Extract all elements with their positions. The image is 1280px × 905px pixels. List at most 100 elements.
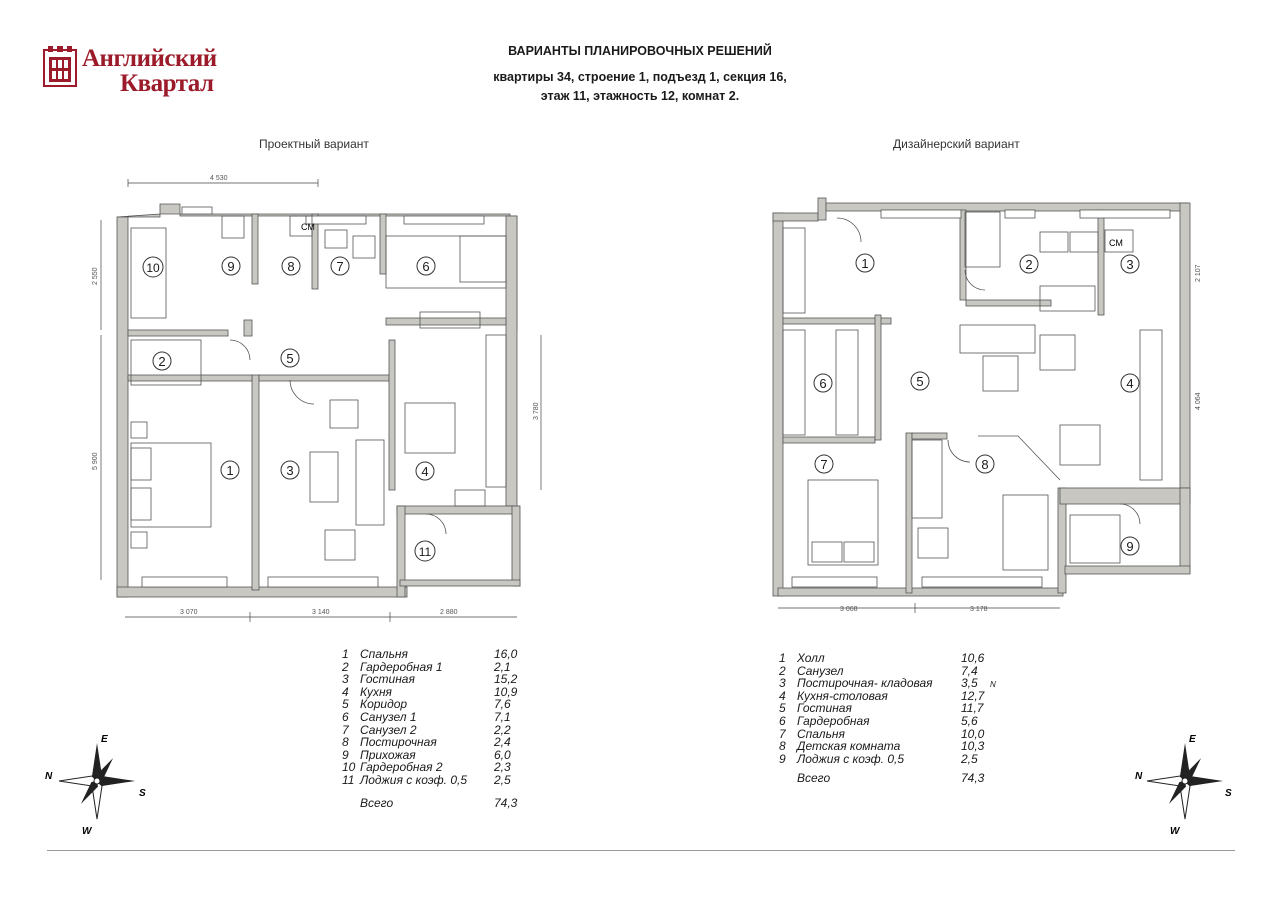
project-room-7: 7 (330, 256, 350, 276)
project-room-5: 5 (280, 348, 300, 368)
project-dimension-texts: 4 530 2 550 5 900 3 780 3 070 3 140 2 88… (92, 175, 540, 616)
svg-text:3 140: 3 140 (312, 609, 330, 616)
project-room-10: 10 (142, 256, 164, 278)
legend-room-name: Гардеробная (797, 713, 870, 728)
legend-room-number: 11 (342, 772, 355, 787)
design-legend-mark: N (990, 680, 996, 689)
legend-room-name: Лоджия с коэф. 0,5 (797, 751, 905, 766)
legend-room-number: 6 (779, 713, 786, 728)
project-room-1: 1 (220, 460, 240, 480)
brand-logo: Английский Квартал (42, 42, 242, 98)
brand-line2: Квартал (120, 70, 214, 97)
footer-divider (47, 850, 1235, 851)
legend-room-number: 2 (779, 663, 786, 678)
legend-room-number: 1 (779, 651, 786, 665)
legend-room-name: Кухня-столовая (797, 688, 888, 703)
svg-text:10: 10 (146, 261, 160, 275)
project-room-4: 4 (415, 461, 435, 481)
legend-room-name: Санузел (797, 663, 844, 678)
compass-left-icon: E N S W (45, 734, 146, 837)
legend-room-name: Гардеробная 1 (360, 659, 443, 674)
legend-room-name: Постирочная (360, 735, 437, 750)
legend-room-number: 3 (342, 672, 349, 687)
legend-room-name: Лоджия с коэф. 0,5 (360, 772, 468, 787)
svg-text:3 780: 3 780 (533, 402, 540, 420)
project-dimension-lines (100, 179, 542, 622)
project-plan-label: Проектный вариант (259, 137, 369, 151)
legend-room-number: 8 (779, 739, 786, 754)
design-room-5: 5 (910, 371, 930, 391)
legend-room-area: 2,1 (494, 659, 511, 674)
design-room-2: 2 (1019, 254, 1039, 274)
svg-text:1: 1 (226, 463, 233, 478)
legend-room-name: Гостиная (360, 672, 415, 687)
legend-room-number: 10 (342, 760, 356, 775)
svg-text:4 064: 4 064 (1195, 392, 1202, 410)
design-room-6: 6 (813, 373, 833, 393)
svg-text:2 107: 2 107 (1195, 264, 1202, 282)
design-walls (772, 197, 1191, 597)
design-furniture (782, 211, 1163, 571)
svg-text:2 880: 2 880 (440, 609, 458, 616)
castle-logo-icon (43, 46, 77, 87)
legend-room-name: Кухня (360, 684, 392, 699)
design-dimension-lines (778, 225, 1185, 613)
svg-text:E: E (101, 734, 108, 745)
svg-text:8: 8 (287, 259, 294, 274)
legend-room-area: 3,5 (961, 676, 978, 691)
legend-room-area: 15,2 (494, 672, 518, 687)
svg-text:N: N (45, 771, 53, 782)
legend-room-area: 11,7 (961, 701, 984, 716)
design-floor-plan: СМ 1 2 3 4 5 6 7 8 9 3 068 3 178 2 107 4… (772, 197, 1202, 613)
svg-text:11: 11 (419, 545, 432, 559)
legend-room-number: 7 (342, 722, 349, 737)
legend-room-area: 2,5 (961, 751, 978, 766)
svg-text:5 900: 5 900 (92, 452, 99, 470)
project-room-8: 8 (281, 256, 301, 276)
project-room-9: 9 (221, 256, 241, 276)
project-room-2: 2 (152, 351, 172, 371)
legend-room-name: Санузел 2 (360, 722, 417, 737)
svg-text:9: 9 (1126, 539, 1133, 554)
legend-room-name: Спальня (797, 726, 845, 741)
design-washer-label: СМ (1109, 238, 1123, 248)
page-title: ВАРИАНТЫ ПЛАНИРОВОЧНЫХ РЕШЕНИЙ (508, 44, 772, 58)
svg-text:S: S (1225, 788, 1232, 799)
legend-room-number: 1 (342, 647, 349, 661)
svg-text:W: W (82, 826, 93, 837)
legend-room-area: 2,2 (494, 722, 511, 737)
legend-room-number: 7 (779, 726, 786, 741)
project-room-11: 11 (414, 540, 436, 562)
project-room-6: 6 (416, 256, 436, 276)
svg-text:2: 2 (1025, 257, 1032, 272)
design-legend-total: Всего 74,3 (797, 771, 985, 786)
legend-room-area: 7,4 (961, 663, 978, 678)
svg-text:S: S (139, 788, 146, 799)
design-room-1: 1 (855, 253, 875, 273)
design-room-8: 8 (975, 454, 995, 474)
legend-room-area: 10,3 (961, 739, 985, 754)
legend-room-area: 16,0 (494, 647, 518, 661)
legend-room-name: Гостиная (797, 701, 852, 716)
legend-room-number: 2 (342, 659, 349, 674)
legend-room-area: 10,0 (961, 726, 985, 741)
design-room-numbers: 1 2 3 4 5 6 7 8 9 (813, 253, 1140, 556)
legend-room-name: Холл (797, 651, 825, 665)
project-legend-row: 3 Гостиная 15,2 (342, 673, 552, 686)
svg-text:8: 8 (981, 457, 988, 472)
svg-text:3 070: 3 070 (180, 609, 198, 616)
design-legend-row: 7 Спальня 10,0 (779, 726, 1009, 741)
legend-room-name: Постирочная- кладовая (797, 676, 933, 691)
svg-text:6: 6 (819, 376, 826, 391)
project-legend-row: 7 Санузел 2 2,2 (342, 722, 552, 737)
design-legend-row: 2 Санузел 7,4 (779, 663, 1009, 678)
legend-room-name: Санузел 1 (360, 709, 417, 724)
svg-text:7: 7 (820, 457, 827, 472)
legend-room-area: 2,3 (494, 760, 511, 775)
